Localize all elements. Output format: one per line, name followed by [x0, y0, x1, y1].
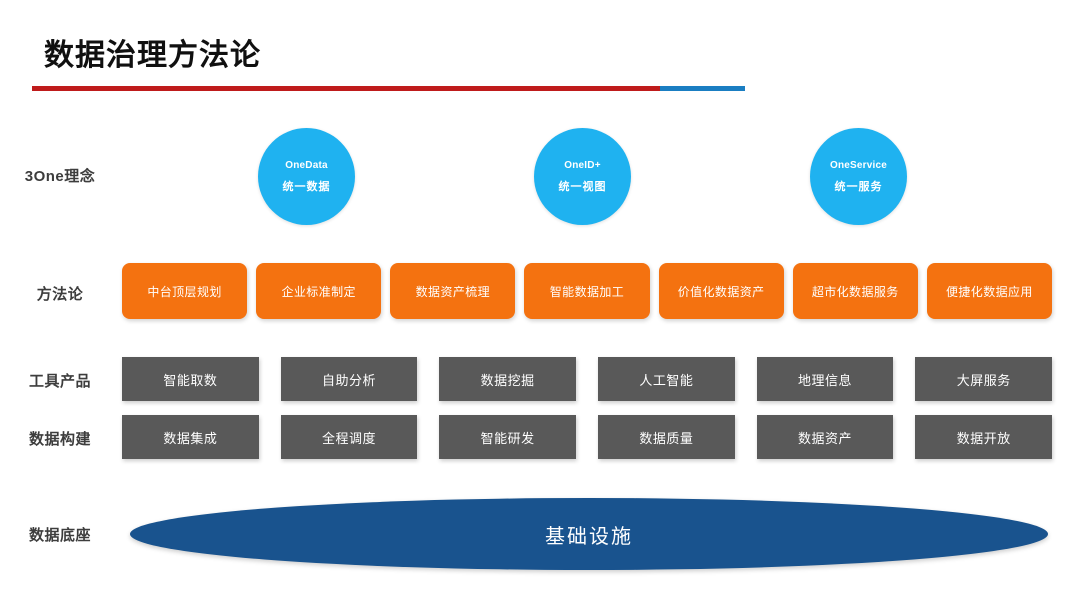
title-underline-red-segment: [32, 86, 660, 91]
methodology-box[interactable]: 数据资产梳理: [390, 263, 516, 319]
concept-circle-en-label: OneService: [829, 159, 888, 171]
methodology-box[interactable]: 价值化数据资产: [658, 263, 784, 319]
row-label-tools: 工具产品: [28, 373, 91, 390]
tool-box[interactable]: 数据挖掘: [439, 357, 577, 401]
row-label-foundation: 数据底座: [28, 527, 91, 544]
build-box[interactable]: 数据开放: [915, 415, 1053, 459]
tool-box[interactable]: 自助分析: [280, 357, 418, 401]
build-row: 数据集成 全程调度 智能研发 数据质量 数据资产 数据开放: [122, 415, 1053, 459]
title-underline-blue-segment: [660, 86, 745, 91]
concept-circle-oneid[interactable]: OneID+ 统一视图: [534, 128, 631, 225]
methodology-box[interactable]: 中台顶层规划: [122, 263, 248, 319]
methodology-box[interactable]: 企业标准制定: [256, 263, 382, 319]
concept-circle-en-label: OneData: [285, 159, 328, 171]
tool-box[interactable]: 地理信息: [756, 357, 894, 401]
row-label-build: 数据构建: [28, 431, 91, 448]
concept-circle-oneservice[interactable]: OneService 统一服务: [810, 128, 907, 225]
row-label-methodology: 方法论: [36, 286, 84, 303]
methodology-box[interactable]: 便捷化数据应用: [926, 263, 1052, 319]
concept-circle-en-label: OneID+: [564, 159, 601, 171]
methodology-box[interactable]: 超市化数据服务: [792, 263, 918, 319]
tool-box[interactable]: 智能取数: [122, 357, 259, 401]
tool-box[interactable]: 人工智能: [598, 357, 735, 401]
concept-circle-onedata[interactable]: OneData 统一数据: [258, 128, 355, 225]
methodology-box[interactable]: 智能数据加工: [524, 263, 650, 319]
title-underline: [32, 86, 745, 91]
build-box[interactable]: 智能研发: [439, 415, 577, 459]
tool-box[interactable]: 大屏服务: [915, 357, 1053, 401]
concept-circle-row: OneData 统一数据 OneID+ 统一视图 OneService 统一服务: [122, 128, 1052, 228]
page-title: 数据治理方法论: [44, 39, 261, 72]
row-label-concept: 3One理念: [24, 168, 96, 185]
build-box[interactable]: 数据资产: [756, 415, 894, 459]
foundation-ellipse[interactable]: 基础设施: [130, 498, 1048, 570]
build-box[interactable]: 数据集成: [122, 415, 259, 459]
concept-circle-cn-label: 统一视图: [558, 180, 607, 193]
build-box[interactable]: 数据质量: [598, 415, 735, 459]
concept-circle-cn-label: 统一数据: [282, 180, 331, 193]
tools-row: 智能取数 自助分析 数据挖掘 人工智能 地理信息 大屏服务: [122, 357, 1053, 401]
build-box[interactable]: 全程调度: [280, 415, 418, 459]
methodology-row: 中台顶层规划 企业标准制定 数据资产梳理 智能数据加工 价值化数据资产 超市化数…: [122, 263, 1052, 319]
concept-circle-cn-label: 统一服务: [834, 180, 883, 193]
